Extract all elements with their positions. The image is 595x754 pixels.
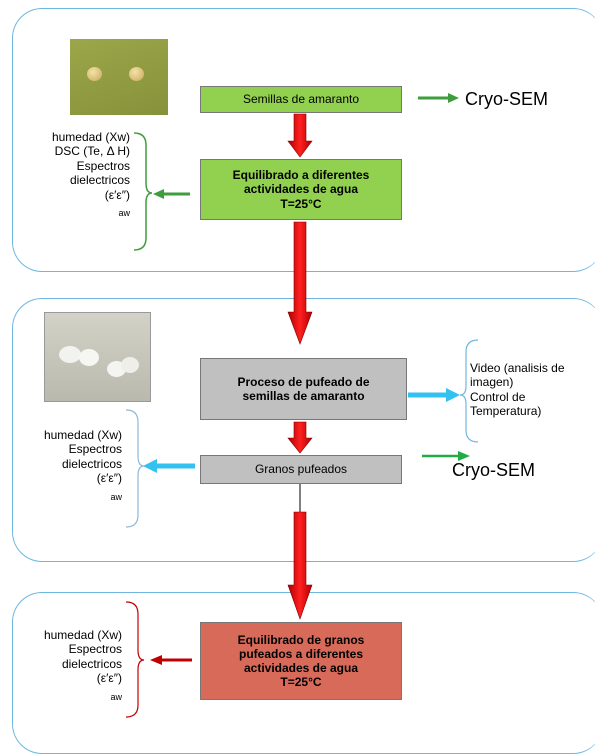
measure-dsc-1: DSC (Te, Δ H) [54, 144, 130, 159]
video-line-3: Control de [470, 389, 526, 404]
measure-dielectric-1: dielectricos [69, 173, 130, 188]
measure-spectra-1: Espectros [76, 158, 130, 173]
popping-process-box: Proceso de pufeado de semillas de amaran… [200, 358, 407, 420]
amaranth-seeds-photo [70, 39, 168, 115]
measure-dielectric-2: dielectricos [61, 456, 122, 471]
measurements-list-1: humedad (Xw) DSC (Te, Δ H) Espectros die… [14, 130, 130, 219]
video-arrow [408, 388, 460, 402]
popped-grain-2 [79, 349, 99, 366]
video-line-2: imagen) [470, 375, 514, 390]
cryo-sem-label-2: Cryo-SEM [452, 460, 536, 480]
popping-line-2: semillas de amaranto [242, 389, 365, 403]
popped-grain-1 [59, 346, 81, 363]
popped-grains-photo [44, 312, 151, 402]
equilibration-box: Equilibrado a diferentes actividades de … [200, 159, 402, 220]
brace-2 [125, 409, 145, 528]
measure-moisture-2: humedad (Xw) [43, 428, 122, 442]
popped-grains-label: Granos pufeados [254, 462, 348, 477]
measure-aw-2: aw [110, 491, 122, 502]
video-line-4: Temperatura) [470, 404, 542, 419]
seeds-box-label: Semillas de amaranto [242, 92, 360, 107]
measure-aw-3: aw [110, 691, 122, 702]
cryo-sem-label-1: Cryo-SEM [465, 89, 549, 109]
popped-equil-line-2: pufeados a diferentes [238, 646, 364, 661]
measure-arrow-3 [150, 655, 192, 665]
measure-arrow-2 [143, 459, 195, 473]
brace-3 [125, 601, 145, 718]
popped-equil-line-3: actividades de agua [243, 661, 359, 675]
down-arrow-3 [287, 421, 313, 454]
popped-equilibration-box: Equilibrado de granos pufeados a diferen… [200, 622, 402, 700]
popped-equil-line-1: Equilibrado de granos [237, 632, 365, 647]
popping-line-1: Proceso de pufeado de [237, 374, 370, 389]
video-line-1: Video (analisis de [470, 361, 565, 375]
cryo-arrow-1 [418, 93, 459, 103]
measure-epsilon-1: (ε′ε″) [104, 187, 130, 202]
measure-spectra-2: Espectros [68, 442, 122, 457]
measure-moisture-1: humedad (Xw) [51, 130, 130, 144]
seeds-box: Semillas de amaranto [200, 86, 402, 113]
equilibration-line-2: actividades de agua [243, 182, 359, 197]
measure-arrow-1 [153, 189, 190, 199]
measure-epsilon-2: (ε′ε″) [96, 471, 122, 486]
brace-right [459, 339, 479, 443]
measure-dielectric-3: dielectricos [61, 656, 122, 671]
down-arrow-2 [287, 221, 313, 345]
seed-1 [87, 67, 102, 81]
equilibration-line-3: T=25°C [280, 196, 322, 211]
video-control-list: Video (analisis de imagen) Control de Te… [470, 361, 595, 419]
measure-epsilon-3: (ε′ε″) [96, 671, 122, 686]
measurements-list-2: humedad (Xw) Espectros dielectricos (ε′ε… [14, 428, 122, 502]
down-arrow-4 [287, 511, 313, 620]
measure-moisture-3: humedad (Xw) [43, 628, 122, 642]
down-arrow-1 [287, 113, 313, 158]
equilibration-line-1: Equilibrado a diferentes [232, 168, 370, 183]
popped-grain-4 [121, 357, 139, 373]
measure-aw-1: aw [118, 207, 130, 218]
popped-equil-line-4: T=25°C [280, 675, 322, 690]
popped-grains-box: Granos pufeados [200, 455, 402, 484]
brace-1 [133, 132, 153, 251]
cryo-arrow-2 [422, 451, 470, 461]
measure-spectra-3: Espectros [68, 642, 122, 657]
measurements-list-3: humedad (Xw) Espectros dielectricos (ε′ε… [14, 628, 122, 702]
seed-2 [129, 67, 144, 81]
